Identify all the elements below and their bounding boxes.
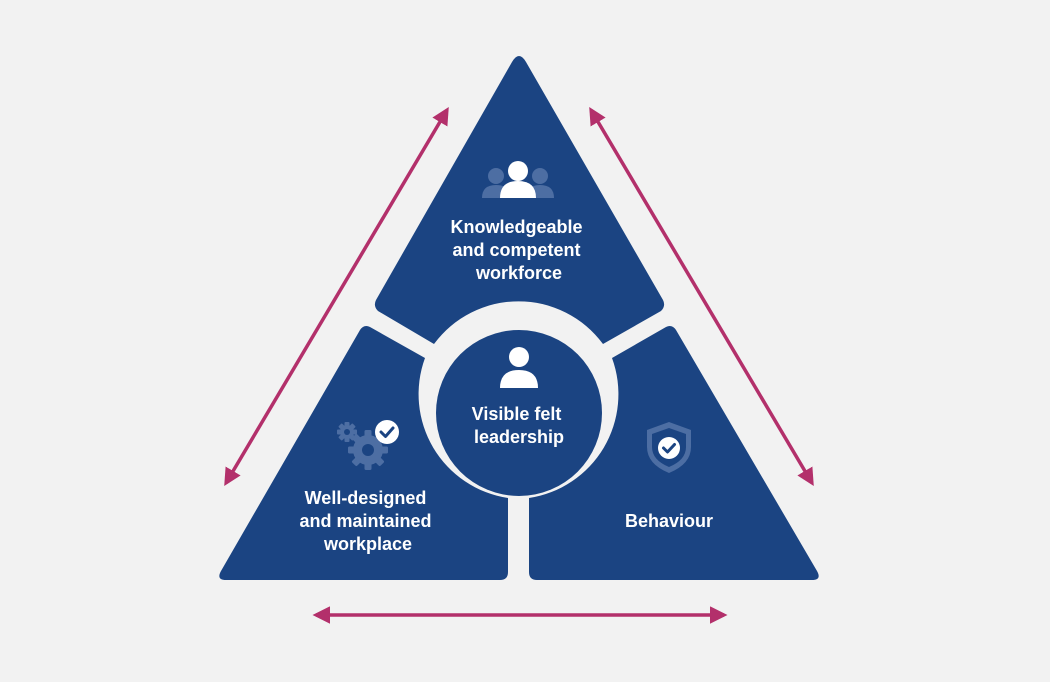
left-segment-label: Well-designed and maintained workplace [299,488,436,554]
gears-check-icon [337,420,399,470]
left-label-line-2: and maintained [299,511,431,531]
center-label-line-1: Visible felt [472,404,562,424]
shield-check-icon [647,422,691,473]
left-side-arrow [224,106,449,487]
right-segment-label: Behaviour [625,511,713,531]
center-label: Visible felt leadership [472,404,567,447]
person-icon [500,347,538,388]
right-side-arrow [589,106,814,487]
top-segment-label: Knowledgeable and competent workforce [450,217,587,283]
team-icon [482,161,554,198]
top-label-line-1: Knowledgeable [450,217,582,237]
top-label-line-2: and competent [452,240,580,260]
top-label-line-3: workforce [475,263,562,283]
left-label-line-1: Well-designed [305,488,427,508]
right-label-line-1: Behaviour [625,511,713,531]
segment-top [374,56,665,344]
segment-center [436,330,602,496]
center-label-line-2: leadership [474,427,564,447]
left-label-line-3: workplace [323,534,412,554]
